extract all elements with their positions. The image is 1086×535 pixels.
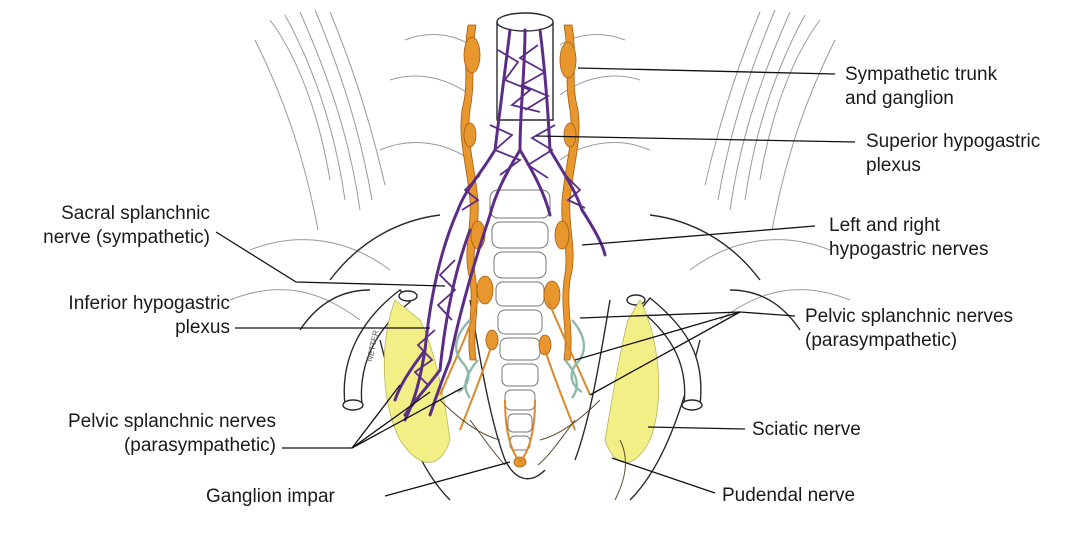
label-line: (parasympathetic) — [10, 434, 276, 458]
label-line: nerve (sympathetic) — [10, 226, 210, 250]
lower-nerve-fibers — [440, 400, 625, 500]
label-line: and ganglion — [845, 87, 997, 111]
label-hypogastric-nerves: Left and right hypogastric nerves — [829, 214, 988, 262]
label-line: Inferior hypogastric — [20, 292, 230, 316]
label-line: Pelvic splanchnic nerves — [805, 305, 1013, 329]
label-ganglion-impar: Ganglion impar — [206, 485, 335, 509]
label-line: Pudendal nerve — [722, 484, 855, 508]
label-line: Left and right — [829, 214, 988, 238]
label-sciatic-nerve: Sciatic nerve — [752, 418, 861, 442]
label-line: plexus — [20, 316, 230, 340]
label-inferior-hypogastric-plexus: Inferior hypogastric plexus — [20, 292, 230, 340]
vertebral-column — [490, 190, 550, 450]
label-line: Sympathetic trunk — [845, 63, 997, 87]
label-superior-hypogastric-plexus: Superior hypogastric plexus — [866, 130, 1040, 178]
label-line: (parasympathetic) — [805, 329, 1013, 353]
label-line: Sciatic nerve — [752, 418, 861, 442]
label-line: Ganglion impar — [206, 485, 335, 509]
label-line: Pelvic splanchnic nerves — [10, 410, 276, 434]
label-line: hypogastric nerves — [829, 238, 988, 262]
label-line: Superior hypogastric — [866, 130, 1040, 154]
label-pelvic-splanchnic-left: Pelvic splanchnic nerves (parasympatheti… — [10, 410, 276, 458]
label-sacral-splanchnic-nerve: Sacral splanchnic nerve (sympathetic) — [10, 202, 210, 250]
label-line: plexus — [866, 154, 1040, 178]
label-pudendal-nerve: Pudendal nerve — [722, 484, 855, 508]
label-sympathetic-trunk: Sympathetic trunk and ganglion — [845, 63, 997, 111]
label-pelvic-splanchnic-right: Pelvic splanchnic nerves (parasympatheti… — [805, 305, 1013, 353]
label-line: Sacral splanchnic — [10, 202, 210, 226]
